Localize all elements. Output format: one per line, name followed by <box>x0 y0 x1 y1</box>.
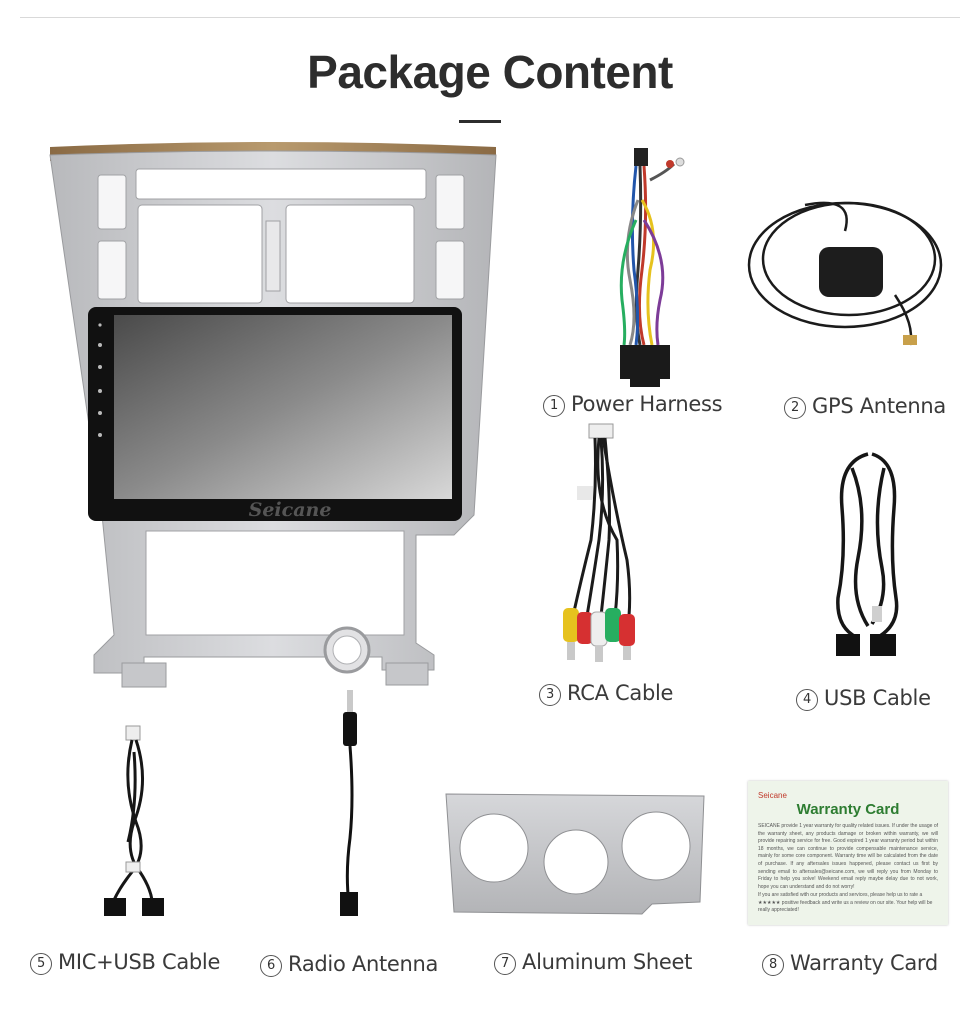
head-unit-image: Seicane <box>49 142 497 688</box>
aluminum-sheet-image <box>445 793 705 915</box>
warranty-card-image: Seicane Warranty Card SEICANE provide 1 … <box>748 781 948 925</box>
top-divider <box>20 17 960 18</box>
usb-cable-image <box>836 452 899 656</box>
item-number-4: 4 <box>796 689 818 711</box>
radio-antenna-image <box>340 690 358 916</box>
item-number-1: 1 <box>543 395 565 417</box>
mic-usb-cable-image <box>104 725 164 916</box>
brand-watermark: Seicane <box>249 499 332 521</box>
item-number-8: 8 <box>762 954 784 976</box>
item-number-2: 2 <box>784 397 806 419</box>
rca-cable-image <box>563 423 635 662</box>
warranty-card-title: Warranty Card <box>796 801 900 818</box>
warranty-card-brand: Seicane <box>758 791 787 800</box>
item-number-5: 5 <box>30 953 52 975</box>
warranty-card-body: SEICANE provide 1 year warranty for qual… <box>758 823 938 890</box>
gps-antenna-image <box>747 201 943 346</box>
warranty-card-footer: If you are satisfied with our products a… <box>758 892 933 914</box>
item-number-7: 7 <box>494 953 516 975</box>
page-title: Package Content <box>307 46 673 98</box>
title-underline <box>459 120 501 123</box>
power-harness-image <box>619 148 685 387</box>
item-number-3: 3 <box>539 684 561 706</box>
item-number-6: 6 <box>260 955 282 977</box>
